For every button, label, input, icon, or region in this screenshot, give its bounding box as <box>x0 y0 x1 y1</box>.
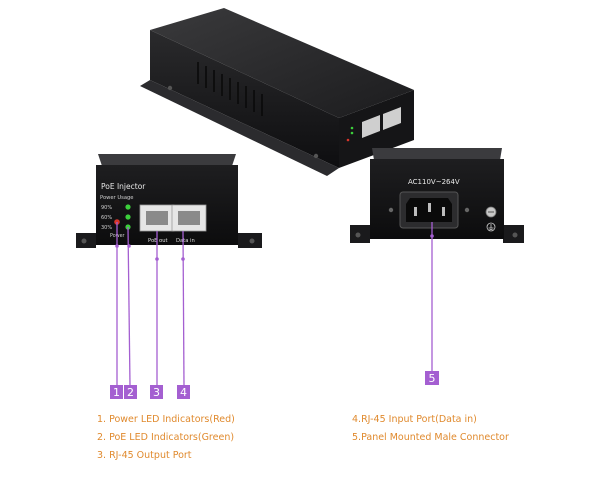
poe-led-green-90 <box>125 204 131 210</box>
screw-icon <box>249 238 255 244</box>
device-front-view: PoE Injector Power Usage 90% 60% 30% Pow… <box>76 154 262 248</box>
pct-60-label: 60% <box>101 215 112 221</box>
callout-line-2 <box>127 226 131 387</box>
callout-number-1: 1 <box>113 386 120 399</box>
callout-number-5: 5 <box>429 372 436 385</box>
ground-symbol-icon <box>486 222 496 232</box>
callout-number-4: 4 <box>180 386 187 399</box>
rj45-port-icon <box>383 107 401 130</box>
front-bevel <box>98 154 236 166</box>
pct-30-label: 30% <box>101 225 112 231</box>
device-top-face <box>150 8 414 118</box>
legend-left: 1. Power LED Indicators(Red) 2. PoE LED … <box>97 411 235 465</box>
screw-icon <box>464 207 470 213</box>
connector-pin-icon <box>428 203 431 212</box>
rear-bevel <box>372 148 502 160</box>
callout-number-3: 3 <box>153 386 160 399</box>
rj45-port-icon <box>362 115 380 138</box>
rj45-socket-icon <box>146 211 168 225</box>
callout-badge-4 <box>177 385 190 399</box>
vent-slots <box>197 62 263 116</box>
callout-badge-1 <box>110 385 123 399</box>
power-usage-label: Power Usage <box>100 195 134 201</box>
poe-out-label: PoE out <box>148 238 168 244</box>
device-rear-view: AC110V~264V <box>350 148 524 243</box>
legend-item-4: 4.RJ-45 Input Port(Data in) <box>352 414 477 425</box>
callout-number-2: 2 <box>127 386 134 399</box>
legend-item-5: 5.Panel Mounted Male Connector <box>352 432 509 443</box>
pct-90-label: 90% <box>101 205 112 211</box>
legend-item-2: 2. PoE LED Indicators(Green) <box>97 432 235 443</box>
screw-icon <box>313 153 319 159</box>
data-in-label: Data in <box>176 238 195 244</box>
rj45-socket-icon <box>178 211 200 225</box>
legend-right: 4.RJ-45 Input Port(Data in) 5.Panel Moun… <box>352 411 509 447</box>
screw-icon <box>81 238 87 244</box>
callout-badges: 1 2 3 4 5 <box>110 371 439 399</box>
connector-pin-icon <box>442 207 445 216</box>
screw-icon <box>388 207 394 213</box>
device-3d-view <box>140 8 414 176</box>
led-green-icon <box>350 126 354 130</box>
legend-item-1: 1. Power LED Indicators(Red) <box>97 414 235 425</box>
callout-badge-2 <box>124 385 137 399</box>
led-red-icon <box>346 138 350 142</box>
device-title: PoE Injector <box>101 182 146 191</box>
connector-pin-icon <box>414 207 417 216</box>
device-flange <box>140 80 339 176</box>
screw-icon <box>512 232 518 238</box>
ac-voltage-label: AC110V~264V <box>408 178 460 186</box>
poe-led-green-60 <box>125 214 131 220</box>
callout-dots <box>115 234 434 261</box>
screw-icon <box>167 85 173 91</box>
screw-icon <box>355 232 361 238</box>
callout-line-4 <box>182 230 185 387</box>
callout-lines <box>116 222 433 387</box>
legend-item-3: 3. RJ-45 Output Port <box>97 450 192 461</box>
callout-badge-3 <box>150 385 163 399</box>
led-green-icon <box>350 131 354 135</box>
callout-badge-5 <box>425 371 439 385</box>
